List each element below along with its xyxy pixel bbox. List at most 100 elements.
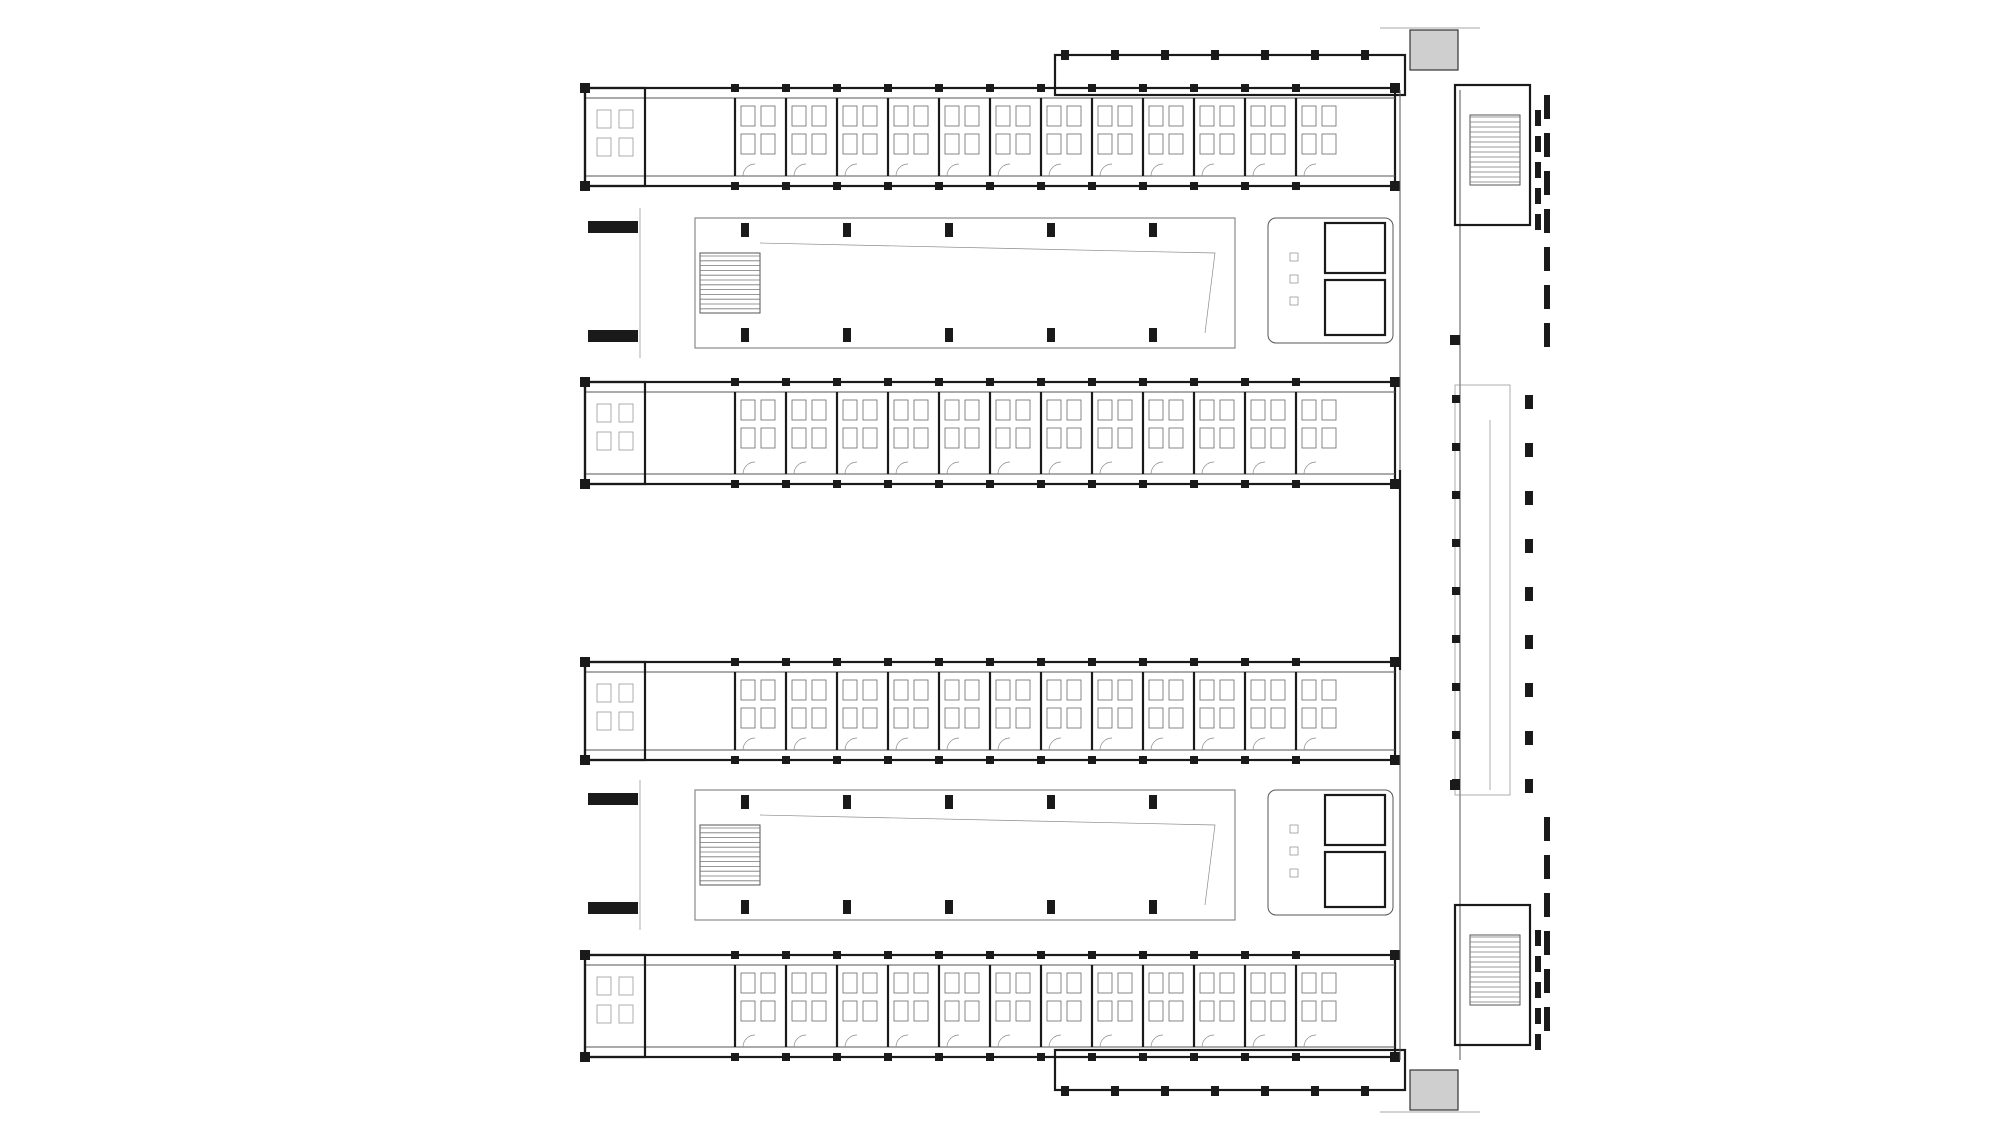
station-desk: [1289, 252, 1299, 262]
column: [1047, 223, 1055, 237]
window-mullion: [1544, 171, 1550, 195]
column: [1292, 756, 1300, 764]
bed: [893, 399, 909, 421]
door-swing: [1150, 461, 1164, 475]
window-mullion: [1544, 247, 1550, 271]
column: [580, 755, 590, 765]
column: [1190, 951, 1198, 959]
bed: [791, 1000, 807, 1022]
column: [935, 378, 943, 386]
toilet-stall: [618, 137, 634, 157]
column: [1139, 84, 1147, 92]
column: [884, 84, 892, 92]
bed: [791, 972, 807, 994]
column: [1525, 395, 1533, 409]
column: [1390, 950, 1400, 960]
bed: [1015, 1000, 1031, 1022]
bed: [944, 972, 960, 994]
bed: [862, 679, 878, 701]
column: [843, 900, 851, 914]
column: [1088, 378, 1096, 386]
bed: [760, 105, 776, 127]
column: [1139, 378, 1147, 386]
column: [1149, 900, 1157, 914]
toilet-stall: [618, 683, 634, 703]
column: [1088, 480, 1096, 488]
column: [1190, 658, 1198, 666]
door-swing: [895, 1034, 909, 1048]
door-swing: [1150, 1034, 1164, 1048]
bed: [893, 133, 909, 155]
bed: [1117, 972, 1133, 994]
bed: [944, 133, 960, 155]
door-swing: [1099, 163, 1113, 177]
station-desk: [1289, 824, 1299, 834]
bed: [842, 707, 858, 729]
bed: [1015, 679, 1031, 701]
column: [1292, 182, 1300, 190]
column: [580, 1052, 590, 1062]
bed: [1117, 1000, 1133, 1022]
column: [1139, 480, 1147, 488]
column: [935, 84, 943, 92]
door-swing: [1048, 1034, 1062, 1048]
bed: [791, 399, 807, 421]
column: [884, 182, 892, 190]
bed: [1117, 679, 1133, 701]
column: [1525, 635, 1533, 649]
bed: [1117, 105, 1133, 127]
bed: [1301, 105, 1317, 127]
column: [1535, 1008, 1541, 1024]
column: [731, 658, 739, 666]
entrance-step: [588, 793, 638, 805]
column: [833, 756, 841, 764]
bed: [1168, 972, 1184, 994]
bed: [1301, 427, 1317, 449]
column: [1241, 378, 1249, 386]
bed: [1250, 105, 1266, 127]
door-swing: [1048, 737, 1062, 751]
bed: [1270, 399, 1286, 421]
bed: [760, 399, 776, 421]
bed: [811, 399, 827, 421]
bed: [1321, 679, 1337, 701]
door-swing: [946, 1034, 960, 1048]
bed: [995, 133, 1011, 155]
column: [986, 378, 994, 386]
column: [1525, 491, 1533, 505]
bed: [842, 427, 858, 449]
column: [1111, 50, 1119, 60]
column: [986, 756, 994, 764]
bed: [811, 1000, 827, 1022]
door-swing: [997, 163, 1011, 177]
utility-room: [1323, 793, 1387, 847]
column: [1390, 181, 1400, 191]
column: [1088, 756, 1096, 764]
column: [1450, 335, 1460, 345]
utility-room: [1323, 850, 1387, 909]
column: [1390, 755, 1400, 765]
bed: [1321, 399, 1337, 421]
column: [580, 657, 590, 667]
bed: [1148, 399, 1164, 421]
column: [935, 480, 943, 488]
stair-tower-wall: [1453, 903, 1532, 1047]
door-swing: [742, 737, 756, 751]
column: [884, 756, 892, 764]
column: [1261, 50, 1269, 60]
stair-flight: [1469, 934, 1521, 1006]
bed: [1046, 679, 1062, 701]
bed: [1066, 707, 1082, 729]
toilet-stall: [596, 109, 612, 129]
window-mullion: [1544, 817, 1550, 841]
bed: [1168, 105, 1184, 127]
door-swing: [1099, 1034, 1113, 1048]
bed: [1168, 679, 1184, 701]
column: [782, 84, 790, 92]
column: [1190, 378, 1198, 386]
bed: [1321, 133, 1337, 155]
toilet-stall: [618, 431, 634, 451]
column: [1241, 1053, 1249, 1061]
bed: [1015, 133, 1031, 155]
top-north-wing: [580, 83, 1400, 191]
